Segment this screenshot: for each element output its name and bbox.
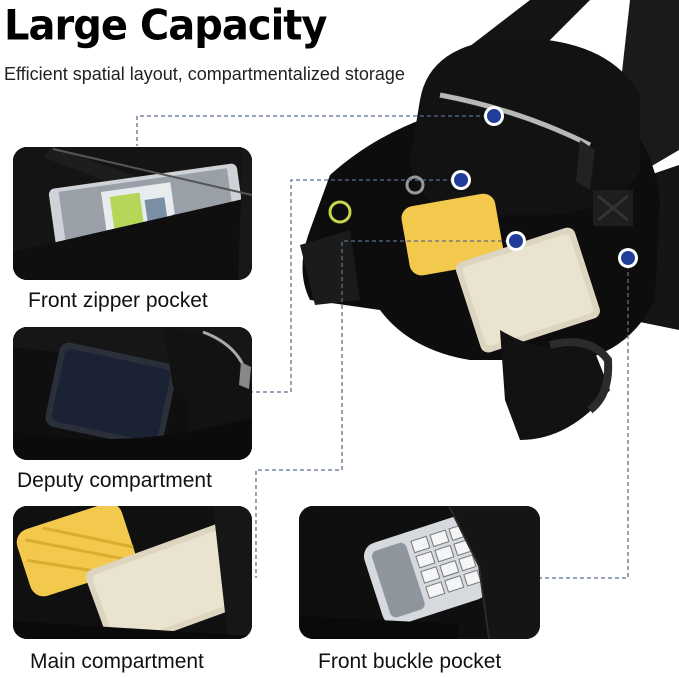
caption-main-compartment: Main compartment [30,650,204,673]
caption-front-buckle-pocket: Front buckle pocket [318,650,502,673]
main-compartment-image [13,506,252,639]
caption-front-zipper-pocket: Front zipper pocket [28,289,208,312]
page-subtitle: Efficient spatial layout, compartmentali… [4,64,405,84]
deputy-compartment-image [13,327,252,460]
page-title: Large Capacity [4,1,327,51]
caption-deputy-compartment: Deputy compartment [17,469,212,492]
front-zipper-pocket-image [13,147,252,280]
front-buckle-pocket-image [299,506,540,639]
sling-bag-image [290,0,679,460]
